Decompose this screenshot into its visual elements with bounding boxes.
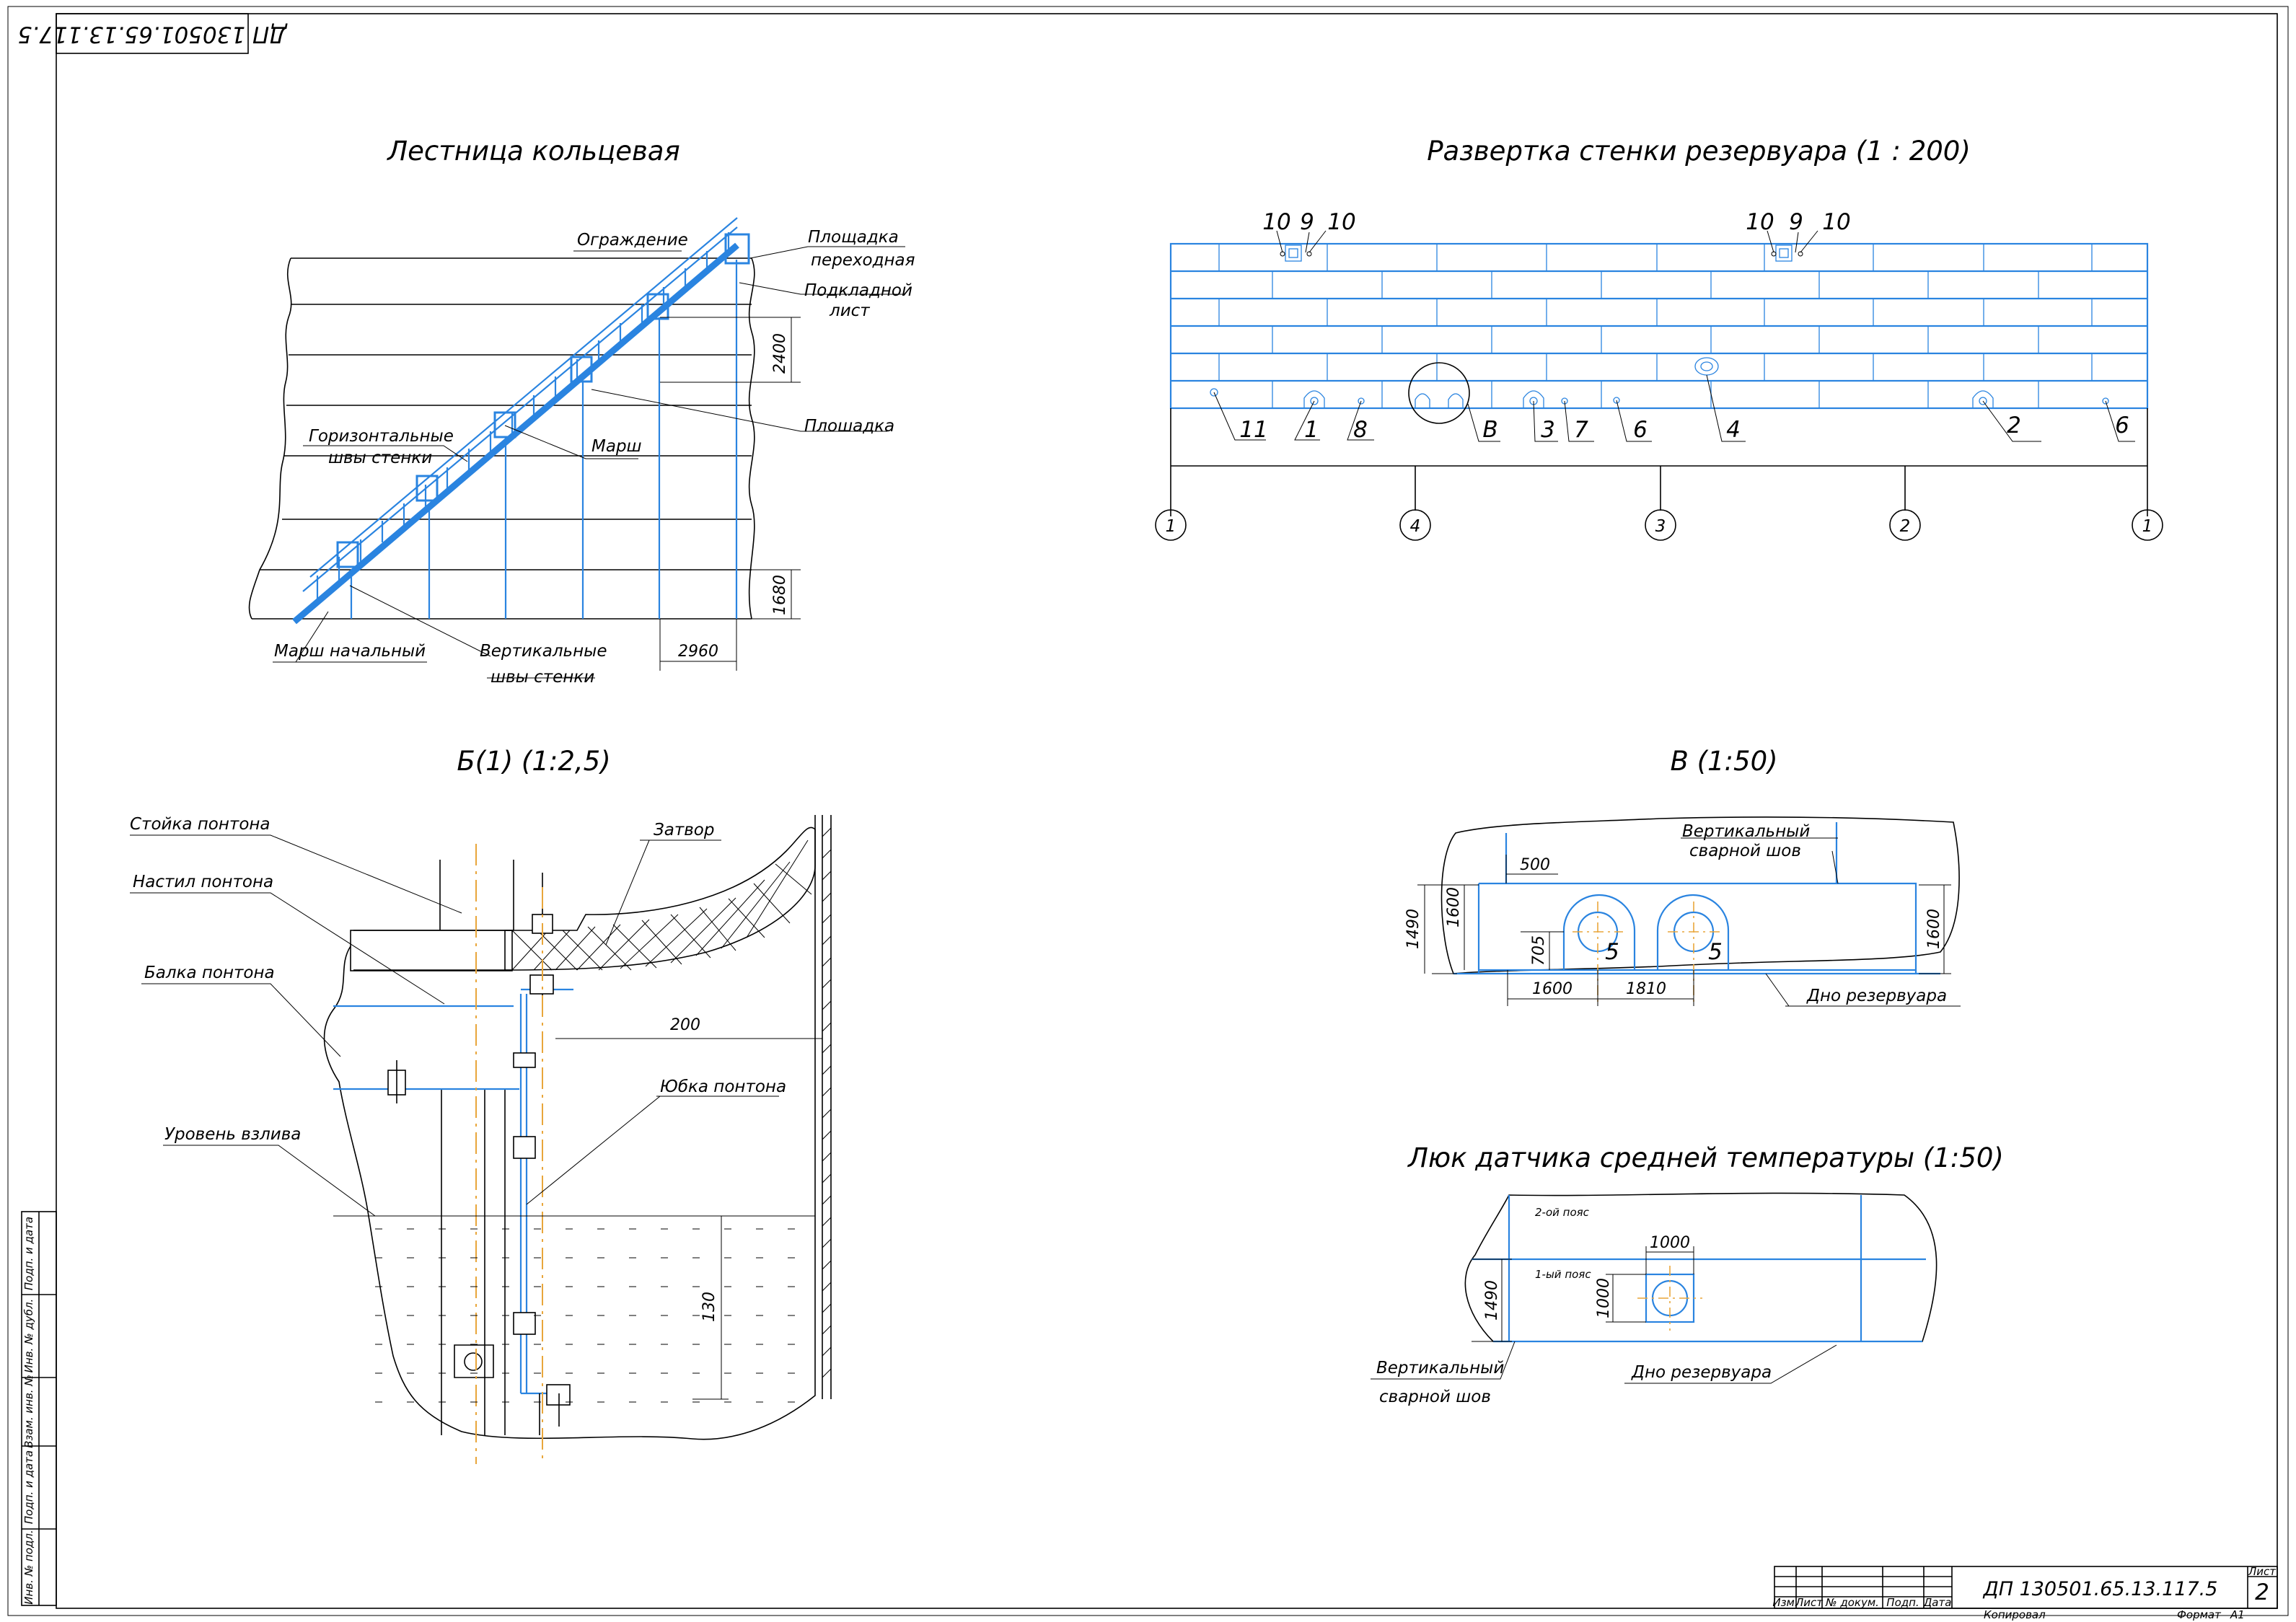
label-vert-seam-2: сварной шов xyxy=(1689,842,1801,860)
label-fence: Ограждение xyxy=(577,231,688,250)
callout-2: 2 xyxy=(2007,413,2021,438)
left-strip: Подп. и дата Инв. № дубл. Взам. инв. № П… xyxy=(21,1211,57,1606)
label-vert-seam: Вертикальный xyxy=(1682,822,1810,841)
label-hatch-vert-seam: Вертикальный xyxy=(1376,1359,1504,1378)
callout-6: 6 xyxy=(2115,413,2129,438)
dim-1490: 1490 xyxy=(1404,909,1422,949)
num-5: 5 xyxy=(1708,939,1723,965)
axis-marker: 1 xyxy=(2142,517,2153,536)
dim-1000: 1000 xyxy=(1650,1234,1690,1252)
label-seal: Затвор xyxy=(654,821,714,839)
callout-10: 10 xyxy=(1262,209,1290,235)
label-backing-sheet: Подкладной xyxy=(804,281,912,300)
sheet-frame: ДП 130501.65.13.117.5 xyxy=(7,6,2289,1616)
callout-10: 10 xyxy=(1327,209,1355,235)
label-hatch-vert-seam-2: сварной шов xyxy=(1379,1388,1491,1406)
label-skirt: Юбка понтона xyxy=(660,1077,786,1096)
dim-1600: 1600 xyxy=(1532,980,1573,998)
col-label: Лист xyxy=(1795,1596,1824,1609)
callout-7: 7 xyxy=(1574,417,1588,443)
format-label: Формат xyxy=(2177,1608,2222,1621)
label-level: Уровень взлива xyxy=(164,1125,301,1144)
strip-label: Подп. и дата xyxy=(22,1217,35,1290)
callout-10: 10 xyxy=(1746,209,1774,235)
copied-label: Копировал xyxy=(1984,1608,2046,1621)
strip-label: Инв. № дубл. xyxy=(22,1299,35,1373)
callout-10: 10 xyxy=(1822,209,1850,235)
format-value: А1 xyxy=(2230,1608,2245,1621)
axis-marker: 4 xyxy=(1410,517,1421,536)
label-stand: Стойка понтона xyxy=(130,815,270,834)
label-march-initial: Марш начальный xyxy=(274,642,426,661)
label-horiz-seams-2: швы стенки xyxy=(328,449,432,467)
label-vert-seams: Вертикальные xyxy=(480,642,607,661)
label-march: Марш xyxy=(591,437,642,456)
label-platform: Плошадка xyxy=(804,417,894,436)
callout-9: 9 xyxy=(1789,209,1803,235)
hatch-title: Люк датчика средней температуры (1:50) xyxy=(1407,1142,2004,1173)
ladder-title: Лестница кольцевая xyxy=(386,136,679,167)
section-b-title: Б(1) (1:2,5) xyxy=(457,746,610,777)
view-v-title: В (1:50) xyxy=(1670,746,1777,777)
label-bottom: Дно резервуара xyxy=(1806,987,1947,1005)
col-label: Подп. xyxy=(1886,1596,1919,1609)
callout-3: 3 xyxy=(1541,417,1555,443)
num-5: 5 xyxy=(1605,939,1619,965)
dim-1000: 1000 xyxy=(1595,1278,1613,1318)
wall-unfold-title: Развертка стенки резервуара (1 : 200) xyxy=(1427,136,1971,167)
label-vert-seams-2: швы стенки xyxy=(491,668,594,687)
callout-1: 1 xyxy=(1304,417,1319,443)
title-block: ДП 130501.65.13.117.5 Лист 2 Изм. Лист №… xyxy=(1772,1565,2278,1621)
label-platform-transfer: Площадка xyxy=(808,228,899,247)
dim-2960: 2960 xyxy=(678,643,718,661)
dim-1490: 1490 xyxy=(1483,1280,1501,1321)
dim-2400: 2400 xyxy=(771,333,789,374)
callout-6: 6 xyxy=(1633,417,1648,443)
view-v: В (1:50) 500 1490 1600 705 1600 1810 160… xyxy=(1404,746,1961,1007)
label-deck: Настил понтона xyxy=(133,873,273,891)
label-belt-2: 2-ой пояс xyxy=(1535,1206,1590,1219)
sheet-number: 2 xyxy=(2255,1579,2269,1605)
hatch-view: Люк датчика средней температуры (1:50) 1… xyxy=(1371,1142,2004,1406)
label-backing-sheet-2: лист xyxy=(829,301,870,320)
col-label: № докум. xyxy=(1825,1596,1879,1609)
col-label: Изм. xyxy=(1772,1596,1798,1609)
dim-500: 500 xyxy=(1520,856,1550,874)
dim-1680: 1680 xyxy=(771,575,789,615)
callout-B: В xyxy=(1482,417,1497,443)
dim-1600: 1600 xyxy=(1445,887,1463,927)
strip-label: Взам. инв. № xyxy=(22,1375,35,1448)
axis-marker: 1 xyxy=(1166,517,1176,536)
rotated-stamp-code: ДП 130501.65.13.117.5 xyxy=(18,22,289,48)
section-b-view: Б(1) (1:2,5) xyxy=(130,746,832,1464)
doc-code: ДП 130501.65.13.117.5 xyxy=(1983,1578,2218,1600)
label-platform-transfer-2: переходная xyxy=(811,251,915,270)
strip-label: Инв. № подл. xyxy=(22,1530,35,1604)
dim-1600: 1600 xyxy=(1925,909,1943,949)
col-label: Дата xyxy=(1923,1596,1952,1609)
ladder-view: Лестница кольцевая Ограждение Площадка п… xyxy=(248,136,915,687)
strip-label: Подп. и дата xyxy=(22,1450,35,1524)
dim-1810: 1810 xyxy=(1626,980,1666,998)
sheet-label: Лист xyxy=(2248,1565,2277,1578)
callout-11: 11 xyxy=(1239,417,1267,443)
axis-marker: 2 xyxy=(1900,517,1911,536)
label-beam: Балка понтона xyxy=(144,964,275,982)
label-belt-1: 1-ый пояс xyxy=(1535,1268,1591,1281)
wall-unfold-view: Развертка стенки резервуара (1 : 200) xyxy=(1155,136,2163,541)
callout-4: 4 xyxy=(1726,417,1741,443)
callout-8: 8 xyxy=(1353,417,1368,443)
callout-9: 9 xyxy=(1300,209,1314,235)
dim-705: 705 xyxy=(1530,935,1548,966)
dim-200: 200 xyxy=(670,1016,700,1034)
label-hatch-bottom: Дно резервуара xyxy=(1631,1363,1772,1382)
label-horiz-seams: Горизонтальные xyxy=(309,427,454,446)
axis-marker: 3 xyxy=(1655,517,1666,536)
dim-130: 130 xyxy=(700,1292,718,1322)
